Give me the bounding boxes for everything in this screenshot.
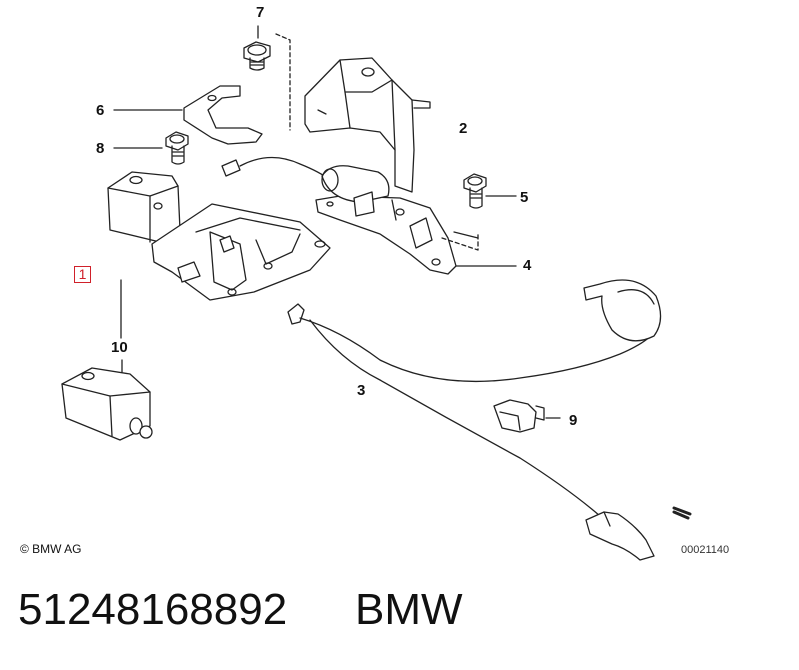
screw-part-8 [165,131,189,165]
connector-wire [221,156,331,181]
copyright-notice: © BMW AG [20,542,82,556]
callout-8: 8 [96,140,105,157]
bracket-part-2 [304,57,431,193]
parts-diagram [61,25,692,561]
screw-part-5 [463,173,487,209]
callout-10: 10 [111,339,128,356]
bracket-part-6 [183,85,263,145]
screw-part-7 [243,41,271,71]
clip-part-9 [493,399,561,433]
part-number: 51248168892 [18,585,288,634]
callout-4: 4 [523,257,532,274]
callout-9: 9 [569,412,578,429]
lock-assembly-part-1 [107,171,331,301]
callout-1-highlighted[interactable]: 1 [74,266,91,283]
callout-6: 6 [96,102,105,119]
cable-part-3 [287,279,662,561]
callout-7: 7 [256,4,265,21]
callout-3: 3 [357,382,366,399]
actuator-part-10 [61,359,153,441]
callout-2: 2 [459,120,468,137]
callout-5: 5 [520,189,529,206]
drawing-number: 00021140 [681,544,730,556]
brand-name: BMW [355,585,463,634]
plate-part-4 [315,165,479,275]
